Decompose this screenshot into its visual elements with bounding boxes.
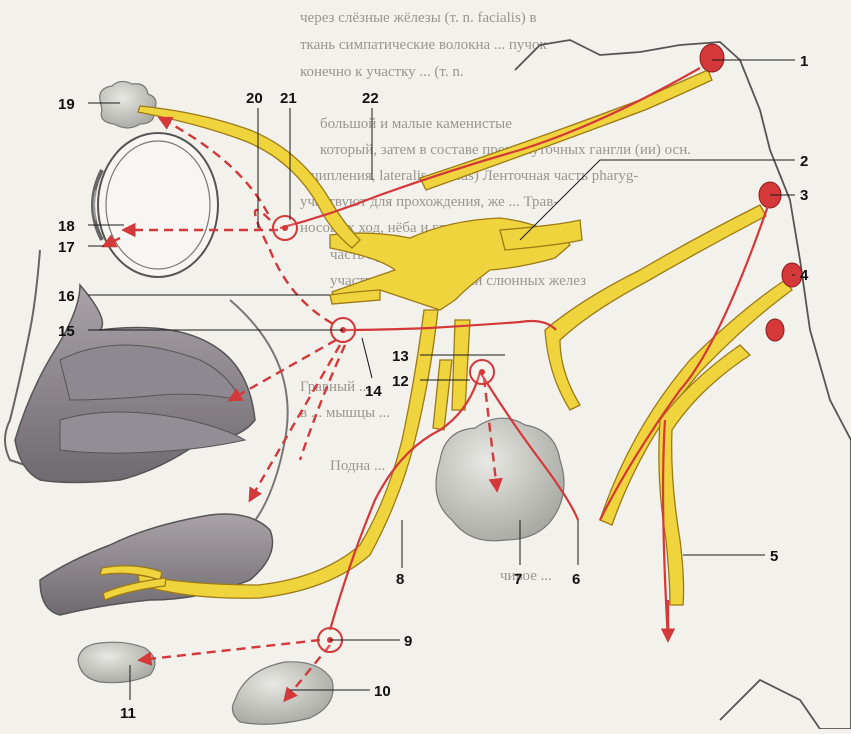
nasal-cavity [5, 250, 288, 545]
label-12: 12 [392, 373, 409, 390]
label-21: 21 [280, 90, 297, 107]
bg-line: Гравный ... [300, 379, 370, 395]
label-4: 4 [800, 267, 809, 284]
label-13: 13 [392, 348, 409, 365]
bg-line: конечно к участку ... (т. n. [300, 64, 464, 80]
label-2: 2 [800, 153, 808, 170]
label-17: 17 [58, 239, 75, 256]
lacrimal-gland [100, 81, 156, 128]
label-18: 18 [58, 218, 75, 235]
eye [93, 133, 218, 277]
label-20: 20 [246, 90, 263, 107]
label-22: 22 [362, 90, 379, 107]
label-15: 15 [58, 323, 75, 340]
label-6: 6 [572, 571, 580, 588]
bg-line: большой и малые каменистые [320, 116, 512, 132]
label-9: 9 [404, 633, 412, 650]
label-3: 3 [800, 187, 808, 204]
bg-line: Подна ... [330, 458, 385, 474]
bg-line: чивое ... [500, 568, 552, 584]
label-19: 19 [58, 96, 75, 113]
label-7: 7 [514, 571, 522, 588]
small-gland [78, 642, 155, 683]
submandibular-gland [436, 418, 564, 541]
bg-line: ткань симпатические волокна ... пучок [300, 37, 547, 53]
label-10: 10 [374, 683, 391, 700]
nerve-branch-4 [600, 280, 792, 525]
label-5: 5 [770, 548, 778, 565]
nerve-branch-13 [452, 320, 470, 410]
label-16: 16 [58, 288, 75, 305]
bg-line: участвуют для прохождения, же ... Трав- [300, 194, 558, 210]
sublingual-gland [232, 662, 333, 724]
bg-line: через слёзные жёлезы (т. n. facialis) в [300, 10, 537, 26]
label-1: 1 [800, 53, 808, 70]
label-11: 11 [120, 705, 136, 722]
palate [40, 514, 273, 615]
label-14: 14 [365, 383, 382, 400]
label-8: 8 [396, 571, 404, 588]
